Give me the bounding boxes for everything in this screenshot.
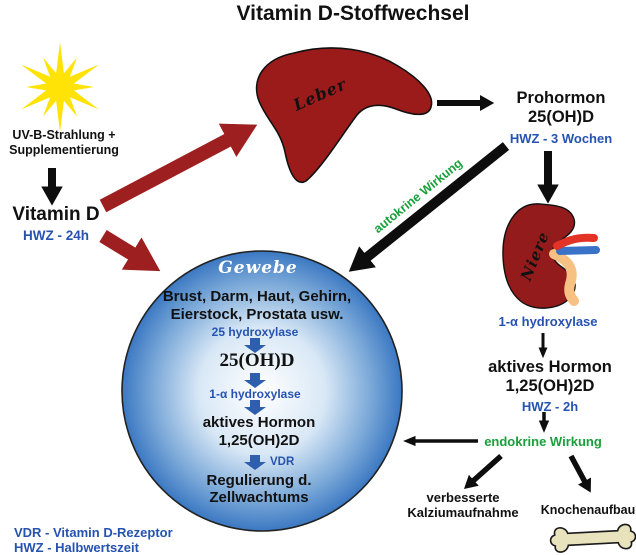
calcium-effect-line1: verbesserte <box>426 490 500 505</box>
tissue-metabolite-label: 25(OH)D <box>219 350 295 371</box>
bone-effect-label: Knochenaufbau <box>540 503 636 517</box>
block-arrow-3 <box>244 400 266 415</box>
tissue-result-line2: Zellwachtums <box>209 489 309 506</box>
tissue-enzyme2-label: 1-α hydroxylase <box>209 387 301 401</box>
endocrine-label: endokrine Wirkung <box>484 434 602 449</box>
uvb-label-line2: Supplementierung <box>9 143 119 157</box>
liver-shape <box>255 47 433 184</box>
tissue-hormone-line2: 1,25(OH)2D <box>218 432 300 449</box>
block-arrow-4 <box>244 455 266 470</box>
bone-icon <box>549 523 636 553</box>
arrow-vitamind-to-liver <box>99 123 258 213</box>
page-title: Vitamin D-Stoffwechsel <box>236 2 470 25</box>
kidney-enzyme-label: 1-α hydroxylase <box>498 314 598 329</box>
calcium-effect-line2: Kalziumaufnahme <box>407 505 519 520</box>
legend-hwz: HWZ - Halbwertszeit <box>14 540 139 555</box>
prohormone-halflife: HWZ - 3 Wochen <box>509 131 613 146</box>
kidney-shape <box>502 203 600 309</box>
block-arrow-2 <box>244 373 266 388</box>
tissue-organs-line1: Brust, Darm, Haut, Gehirn, <box>162 288 352 305</box>
tissue-hormone-line1: aktives Hormon <box>202 414 316 431</box>
tissue-result-line1: Regulierung d. <box>206 472 312 489</box>
active-hormone-line1: aktives Hormon <box>488 358 612 376</box>
tissue-organs-line2: Eierstock, Prostata usw. <box>170 306 344 323</box>
uvb-label-line1: UV-B-Strahlung + <box>12 128 116 142</box>
tissue-label: Gewebe <box>218 258 298 278</box>
renal-artery <box>553 233 598 250</box>
tissue-enzyme1-label: 25 hydroxylase <box>211 325 299 339</box>
arrow-endocrine-to-bone <box>568 454 592 493</box>
legend-vdr: VDR - Vitamin D-Rezeptor <box>14 525 173 540</box>
sun-icon <box>21 42 99 132</box>
active-hormone-halflife: HWZ - 2h <box>521 399 579 414</box>
arrow-vitamind-to-tissue <box>99 230 161 272</box>
tissue-receptor-label: VDR <box>270 456 295 468</box>
block-arrow-1 <box>244 338 266 353</box>
arrow-autocrine <box>348 142 510 272</box>
arrow-endocrine-to-calcium <box>463 453 503 490</box>
prohormone-label-line1: Prohormon <box>516 89 606 107</box>
vitamin-d-label: Vitamin D <box>12 204 100 225</box>
tissue-step-arrows <box>244 338 266 470</box>
active-hormone-line2: 1,25(OH)2D <box>505 377 595 395</box>
renal-vein <box>556 246 600 255</box>
vitamin-d-halflife: HWZ - 24h <box>23 228 89 243</box>
ureter <box>549 249 579 306</box>
prohormone-label-line2: 25(OH)D <box>527 108 594 126</box>
tissue-circle <box>121 250 403 532</box>
